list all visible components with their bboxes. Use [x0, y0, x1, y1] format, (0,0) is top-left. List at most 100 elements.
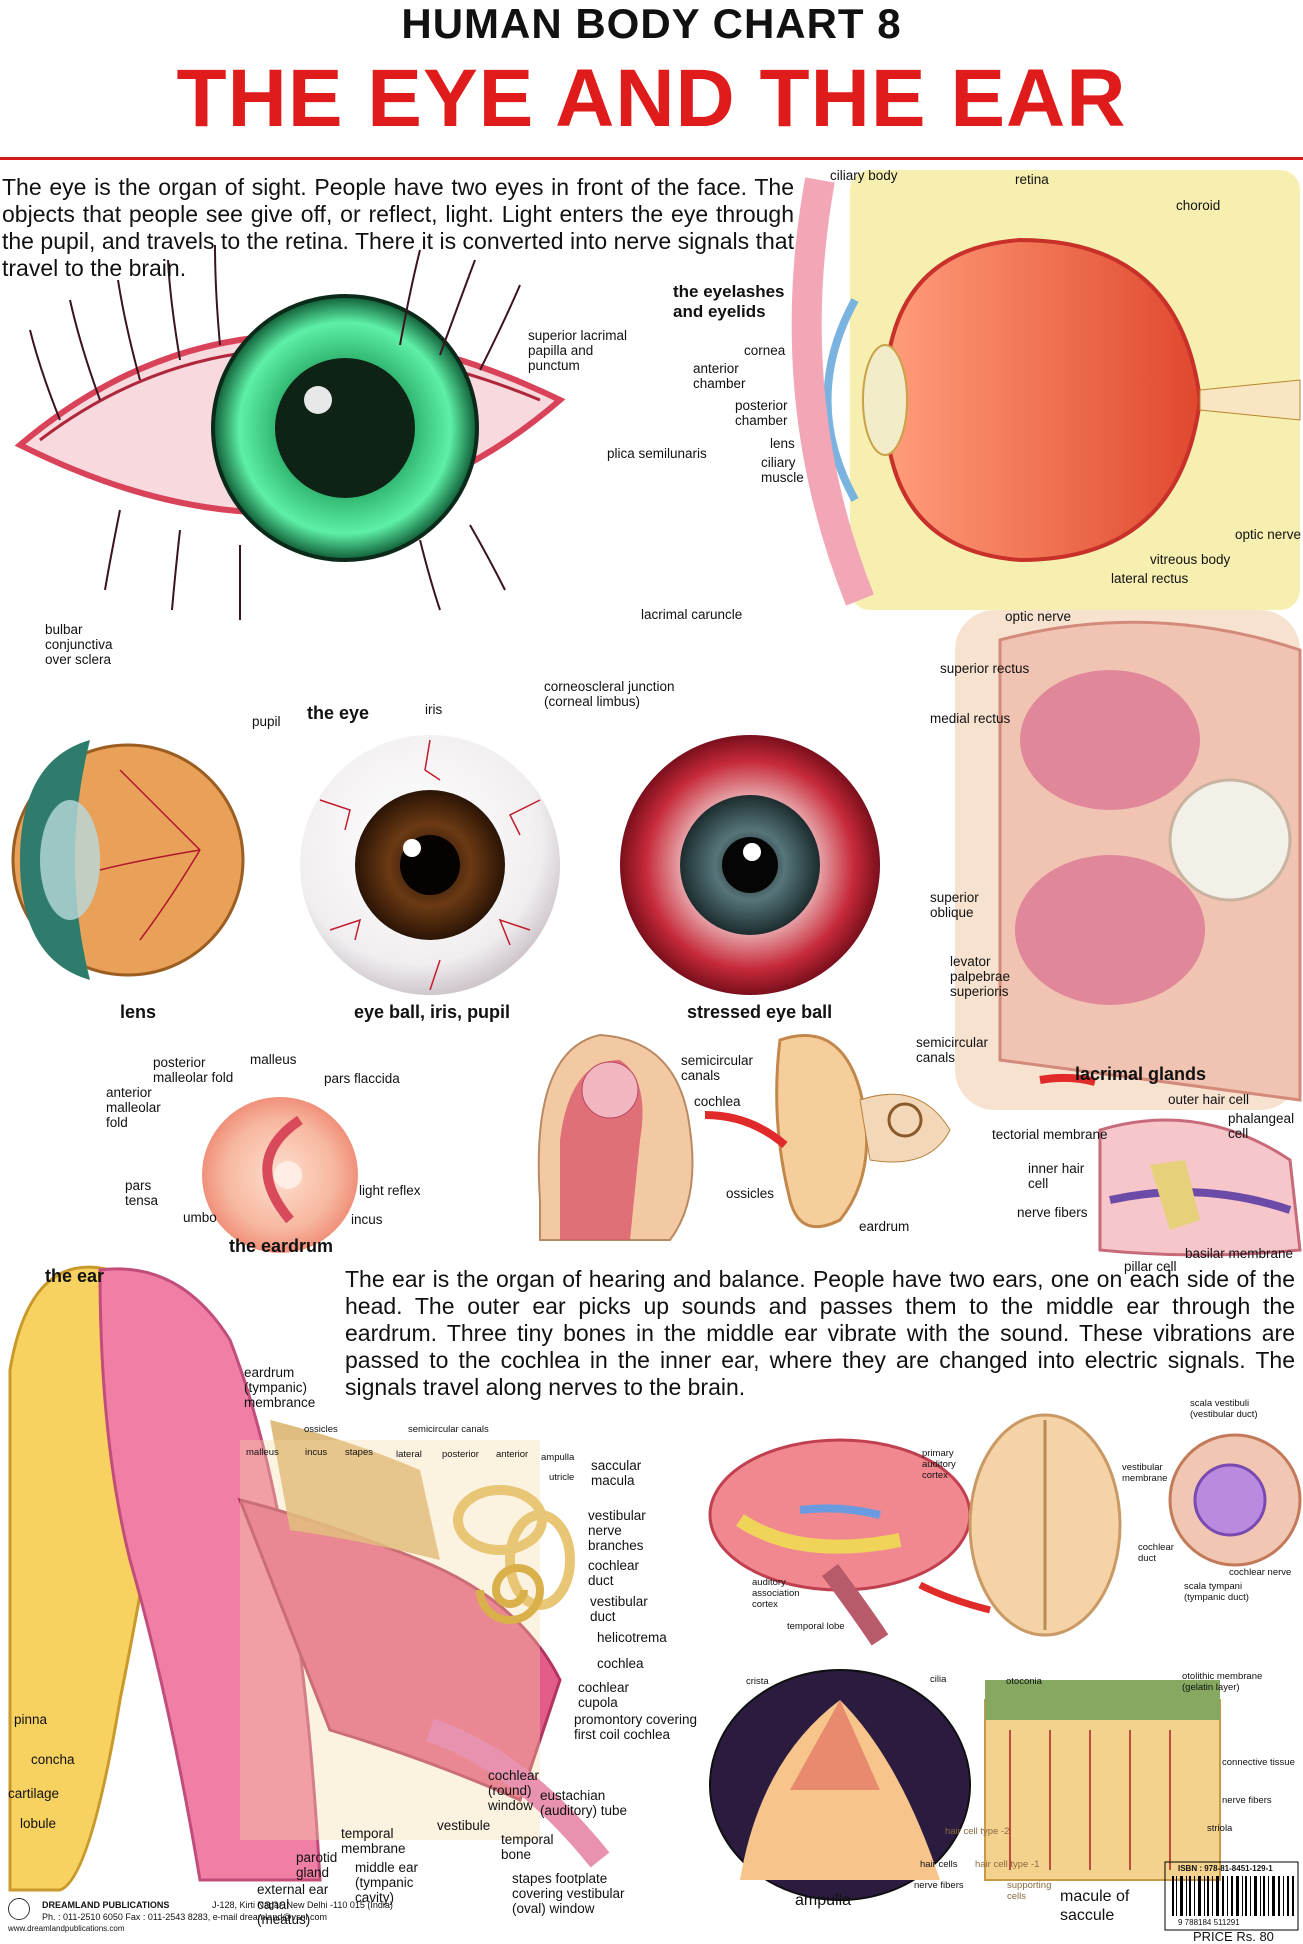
- head-illustration: [537, 1033, 694, 1241]
- label-vitreous-body: vitreous body: [1150, 552, 1231, 567]
- ampulla-illustration: [709, 1669, 971, 1901]
- label-incus-drum: incus: [351, 1212, 383, 1227]
- brown-eyeball-illustration: [300, 735, 560, 995]
- ear-intro-text: The ear is the organ of hearing and bala…: [345, 1266, 1295, 1400]
- caption-the-eye: the eye: [307, 703, 370, 723]
- caption-eardrum: the eardrum: [229, 1236, 334, 1256]
- label-cochlea-big: cochlea: [597, 1656, 644, 1671]
- label-crista: crista: [746, 1676, 769, 1687]
- label-choroid: choroid: [1176, 198, 1221, 213]
- label-temporal-membrane: temporal membrane: [341, 1826, 406, 1856]
- label-nerve-fibers-ampulla: nerve fibers: [914, 1880, 964, 1891]
- red-arrow-2: [1039, 1073, 1097, 1086]
- price: PRICE Rs. 80: [1193, 1929, 1274, 1944]
- label-stapes-footplate: stapes footplate covering vestibular (ov…: [512, 1871, 625, 1916]
- label-bulbar: bulbar conjunctiva over sclera: [45, 622, 113, 667]
- label-pupil: pupil: [252, 714, 281, 729]
- label-optic-nerve-section: optic nerve: [1235, 527, 1302, 542]
- label-pillar-cell: pillar cell: [1124, 1259, 1177, 1274]
- label-vestibular-duct: vestibular duct: [590, 1594, 648, 1624]
- label-basilar: basilar membrane: [1185, 1246, 1294, 1261]
- label-anterior-malleolar: anterior malleolar fold: [106, 1085, 161, 1130]
- big-ear-illustration: [8, 1265, 610, 1892]
- label-pinna: pinna: [14, 1712, 48, 1727]
- page-title: THE EYE AND THE EAR: [176, 53, 1127, 144]
- barcode-digits: 9 788184 511291: [1178, 1918, 1240, 1927]
- barcode-box: [1164, 1861, 1299, 1931]
- publisher-web: www.dreamlandpublications.com: [8, 1924, 125, 1933]
- label-promontory: promontory covering first coil cochlea: [574, 1712, 698, 1742]
- label-lacrimal-caruncle: lacrimal caruncle: [641, 607, 743, 622]
- label-saccular-macula: saccular macula: [591, 1458, 642, 1488]
- label-semicircular-head: semicircular canals: [681, 1053, 754, 1083]
- label-temporal-bone: temporal bone: [501, 1832, 554, 1862]
- caption-eyeball: eye ball, iris, pupil: [354, 1002, 511, 1022]
- publisher-name: DREAMLAND PUBLICATIONS: [42, 1900, 170, 1910]
- label-section-lens: lens: [770, 436, 795, 451]
- label-ossicles-small: ossicles: [726, 1186, 775, 1201]
- brain-top-illustration: [968, 1413, 1122, 1637]
- label-cochlear-window: cochlear (round) window: [488, 1768, 540, 1813]
- label-cochlea-head: cochlea: [694, 1094, 741, 1109]
- label-scala-tympani: scala tympani (tympanic duct): [1184, 1581, 1249, 1603]
- label-cornea: cornea: [744, 343, 786, 358]
- label-vestibular-membrane: vestibular membrane: [1122, 1462, 1168, 1484]
- label-anterior-chamber: anterior chamber: [693, 361, 746, 391]
- red-arrow-1: [704, 1111, 788, 1149]
- label-vestibular-nerve: vestibular nerve branches: [588, 1508, 646, 1553]
- label-optic-nerve-orbit: optic nerve: [1005, 609, 1072, 624]
- brain-side-illustration: [708, 1438, 972, 1646]
- red-arrow-3: [918, 1581, 991, 1614]
- label-iris: iris: [425, 702, 443, 717]
- caption-stressed: stressed eye ball: [687, 1002, 833, 1022]
- macule-illustration: [984, 1680, 1221, 1881]
- label-hair-cell-2: hair cell type -2: [945, 1826, 1010, 1837]
- label-superior-lacrimal: superior lacrimal papilla and punctum: [528, 328, 628, 373]
- label-ossicles-big: ossicles: [304, 1424, 338, 1435]
- label-cochlear-cupola: cochlear cupola: [578, 1680, 630, 1710]
- cochlea-section-illustration: [1168, 1433, 1302, 1567]
- label-ampulla-big: ampulla: [541, 1452, 575, 1463]
- caption-eyelashes: the eyelashes and eyelids: [673, 282, 785, 321]
- label-concha: concha: [31, 1752, 75, 1767]
- title-rule: [0, 157, 1303, 160]
- orbit-illustration: [955, 610, 1302, 1110]
- label-tectorial: tectorial membrane: [992, 1127, 1108, 1142]
- label-utricle: utricle: [549, 1472, 575, 1483]
- chart-number: HUMAN BODY CHART 8: [401, 0, 902, 47]
- label-phalangeal-cell: phalangeal cell: [1228, 1111, 1295, 1141]
- label-inner-hair-cell: inner hair cell: [1028, 1161, 1085, 1191]
- label-umbo: umbo: [183, 1210, 217, 1225]
- label-levator: levator palpebrae superioris: [950, 954, 1011, 999]
- caption-ampulla: ampulla: [795, 1892, 852, 1909]
- isbn: ISBN : 978-81-8451-129-1: [1178, 1864, 1273, 1873]
- label-ciliary-body: ciliary body: [830, 168, 898, 183]
- label-posterior: posterior: [442, 1449, 479, 1460]
- label-retina: retina: [1015, 172, 1049, 187]
- label-external-ear: external ear canal (meatus): [257, 1882, 329, 1927]
- barcode: [1172, 1876, 1294, 1916]
- caption-the-ear: the ear: [45, 1266, 105, 1286]
- label-corneoscleral: corneoscleral junction (corneal limbus): [544, 679, 675, 709]
- label-plica: plica semilunaris: [607, 446, 707, 461]
- eye-intro-text: The eye is the organ of sight. People ha…: [2, 174, 794, 281]
- caption-lacrimal-glands: lacrimal glands: [1075, 1064, 1207, 1084]
- label-scala-vestibuli: scala vestibuli (vestibular duct): [1190, 1398, 1258, 1420]
- label-parotid: parotid gland: [296, 1850, 338, 1880]
- label-otoconia: otoconia: [1006, 1676, 1042, 1687]
- lens-illustration: [11, 740, 245, 980]
- label-lobule: lobule: [20, 1816, 57, 1831]
- label-cartilage: cartilage: [8, 1786, 60, 1801]
- label-eardrum-small: eardrum: [859, 1219, 910, 1234]
- label-malleus-drum: malleus: [250, 1052, 297, 1067]
- label-otolithic: otolithic membrane (gelatin layer): [1182, 1671, 1263, 1693]
- label-eardrum-tympanic: eardrum (tympanic) membrance: [244, 1365, 316, 1410]
- caption-macule: macule of saccule: [1060, 1888, 1130, 1924]
- label-lateral-rectus: lateral rectus: [1111, 571, 1189, 586]
- label-medial-rectus: medial rectus: [930, 711, 1011, 726]
- eardrum-illustration: [202, 1097, 358, 1253]
- small-ear-illustration: [775, 1034, 951, 1229]
- label-pars-flaccida: pars flaccida: [324, 1071, 400, 1086]
- label-primary-auditory: primary auditory cortex: [922, 1448, 956, 1481]
